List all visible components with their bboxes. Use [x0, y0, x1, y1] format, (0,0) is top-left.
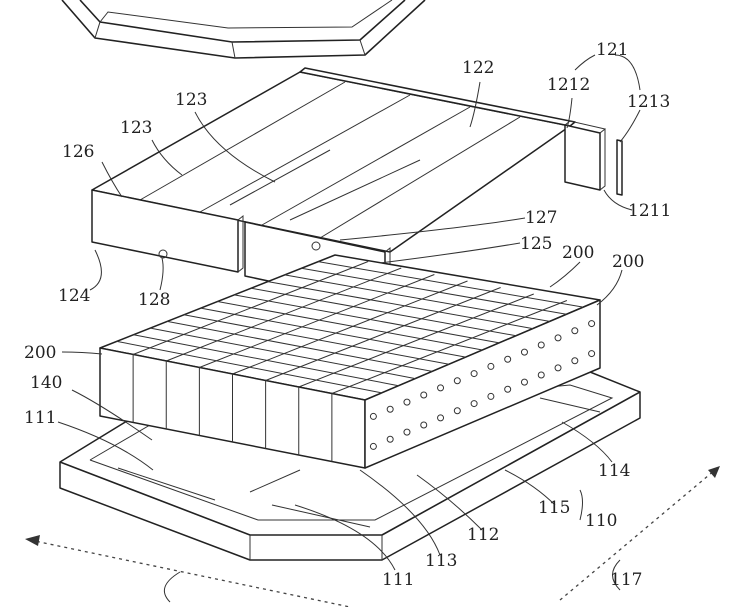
cell-row-line [318, 261, 584, 308]
cell-row-line [167, 320, 433, 372]
cell-row-line [267, 281, 533, 330]
label-200a: 200 [562, 243, 595, 263]
cell-terminal [520, 378, 528, 386]
label-111b: 111 [382, 570, 415, 590]
module-divider [166, 267, 402, 362]
cell-terminal [588, 350, 596, 358]
cell-terminal [487, 392, 495, 400]
cell-terminal [537, 371, 545, 379]
cell-terminal [453, 377, 461, 385]
cell-row-line [284, 274, 550, 322]
label-112: 112 [467, 525, 500, 545]
cell-terminal [369, 412, 377, 420]
label-110: 110 [585, 511, 618, 531]
cell-terminal [403, 398, 411, 406]
cell-row-line [217, 301, 483, 351]
cell-row-line [183, 314, 450, 365]
label-1211: 1211 [628, 201, 672, 221]
cell-terminal [470, 370, 478, 378]
cell-terminal [504, 355, 512, 363]
leader-lines [57, 54, 641, 571]
cell-terminal [437, 384, 445, 392]
label-121: 121 [596, 40, 629, 60]
label-122: 122 [462, 58, 495, 78]
cell-terminal [520, 348, 528, 356]
cell-terminal [487, 362, 495, 370]
module-divider [265, 287, 501, 381]
label-117: 117 [610, 570, 643, 590]
cell-terminal [470, 400, 478, 408]
label-115: 115 [538, 498, 571, 518]
cell-row-line [200, 307, 466, 358]
label-123b: 123 [120, 118, 153, 138]
label-127: 127 [525, 208, 558, 228]
cell-row-line [301, 267, 567, 315]
label-200c: 200 [24, 343, 57, 363]
label-125: 125 [520, 234, 553, 254]
label-1212: 1212 [547, 75, 591, 95]
cell-row-line [250, 287, 517, 337]
cell-terminal [386, 405, 394, 413]
label-126: 126 [62, 142, 95, 162]
module-divider [199, 274, 435, 368]
battery-module-200 [99, 254, 601, 469]
cell-terminal [537, 341, 545, 349]
cell-row-line [150, 327, 416, 380]
label-140: 140 [30, 373, 63, 393]
cell-terminal [588, 320, 596, 328]
label-123a: 123 [175, 90, 208, 110]
cell-terminal [420, 421, 428, 429]
cell-terminal [554, 334, 562, 342]
module-divider [232, 280, 468, 375]
cell-terminal [571, 327, 579, 335]
label-128: 128 [138, 290, 171, 310]
cell-terminal [386, 435, 394, 443]
label-200b: 200 [612, 252, 645, 272]
cell-terminal [554, 364, 562, 372]
cell-terminal [437, 414, 445, 422]
cell-terminal [571, 357, 579, 365]
cell-terminal [420, 391, 428, 399]
label-111a: 111 [24, 408, 57, 428]
top-cover [61, 0, 426, 59]
label-1213: 1213 [627, 92, 671, 112]
cell-row-line [116, 340, 382, 394]
cell-terminal [403, 428, 411, 436]
module-divider [331, 300, 568, 394]
label-113: 113 [425, 551, 458, 571]
cell-row-line [133, 334, 399, 387]
cell-terminal [369, 442, 377, 450]
label-114: 114 [598, 461, 631, 481]
direction-arrows [25, 466, 720, 607]
cell-terminal [504, 385, 512, 393]
cell-row-line [234, 294, 500, 344]
cell-terminal [453, 407, 461, 415]
module-divider [298, 293, 534, 388]
label-124: 124 [58, 286, 91, 306]
